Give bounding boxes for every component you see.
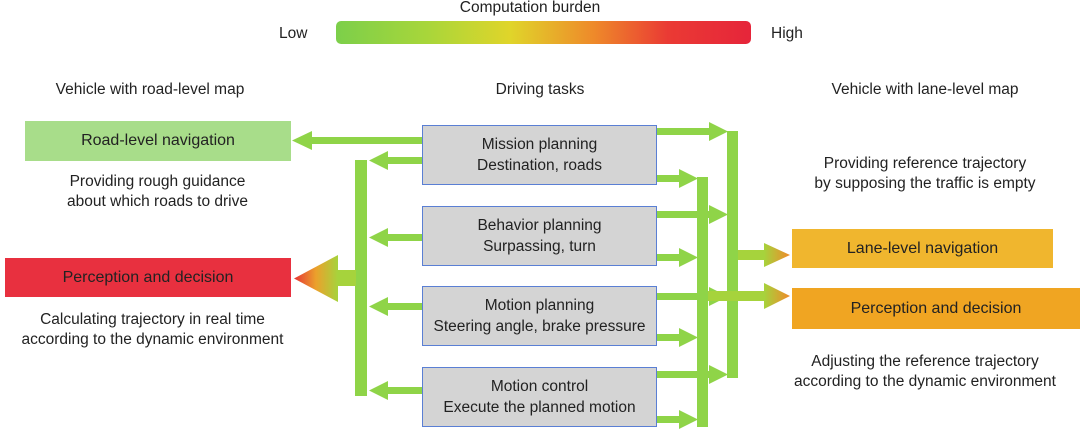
reference-line-2: by supposing the traffic is empty <box>814 175 1036 192</box>
road-guidance-description: Providing rough guidance about which roa… <box>10 172 305 212</box>
arrow-shaft-to-road-nav <box>312 137 422 144</box>
adjust-line-1: Adjusting the reference trajectory <box>811 353 1039 370</box>
scale-low-label: Low <box>279 25 308 42</box>
right-perception-decision-box: Perception and decision <box>792 288 1080 329</box>
arrow-to-right-perception <box>764 283 790 309</box>
header-lane-level: Vehicle with lane-level map <box>831 81 1019 98</box>
left-perception-decision-box: Perception and decision <box>5 258 291 297</box>
road-guidance-line-1: Providing rough guidance <box>69 173 246 190</box>
task-title: Motion control <box>490 378 589 395</box>
left-perception-description: Calculating trajectory in real time acco… <box>0 310 305 350</box>
adjust-trajectory-description: Adjusting the reference trajectory accor… <box>770 352 1080 392</box>
task-motion-control: Motion control Execute the planned motio… <box>422 367 657 427</box>
header-road-level: Vehicle with road-level map <box>55 81 245 98</box>
right-perception-decision-label: Perception and decision <box>850 299 1022 317</box>
adjust-line-2: according to the dynamic environment <box>794 373 1056 390</box>
left-perception-line-1: Calculating trajectory in real time <box>40 311 265 328</box>
task-subtitle: Execute the planned motion <box>443 399 636 416</box>
reference-line-1: Providing reference trajectory <box>823 155 1027 172</box>
task-motion-planning: Motion planning Steering angle, brake pr… <box>422 286 657 346</box>
task-subtitle: Steering angle, brake pressure <box>433 318 646 335</box>
header-driving-tasks: Driving tasks <box>495 81 585 98</box>
task-title: Motion planning <box>484 297 595 314</box>
road-guidance-line-2: about which roads to drive <box>67 193 248 210</box>
left-perception-line-2: according to the dynamic environment <box>21 331 284 348</box>
right-collector-bar-inner <box>697 177 708 427</box>
road-level-navigation-label: Road-level navigation <box>81 132 235 149</box>
scale-high-label: High <box>771 25 803 42</box>
task-title: Behavior planning <box>477 217 602 234</box>
task-behavior-planning: Behavior planning Surpassing, turn <box>422 206 657 266</box>
arrow-to-lane-nav <box>764 243 790 267</box>
task-mission-planning: Mission planning Destination, roads <box>422 125 657 185</box>
right-collector-bar-outer <box>727 131 738 378</box>
reference-trajectory-description: Providing reference trajectory by suppos… <box>780 154 1070 194</box>
task-subtitle: Surpassing, turn <box>483 238 596 255</box>
arrow-to-left-perception <box>294 255 338 302</box>
left-perception-decision-label: Perception and decision <box>62 268 234 286</box>
scale-title: Computation burden <box>459 0 601 16</box>
task-subtitle: Destination, roads <box>477 157 602 174</box>
lane-level-navigation-box: Lane-level navigation <box>792 229 1053 268</box>
left-collector-bar <box>355 160 367 396</box>
task-title: Mission planning <box>481 136 598 153</box>
arrow-head-to-road-nav <box>292 131 312 150</box>
computation-burden-scale <box>336 21 751 44</box>
lane-level-navigation-label: Lane-level navigation <box>846 239 999 257</box>
road-level-navigation-box: Road-level navigation <box>25 121 291 161</box>
